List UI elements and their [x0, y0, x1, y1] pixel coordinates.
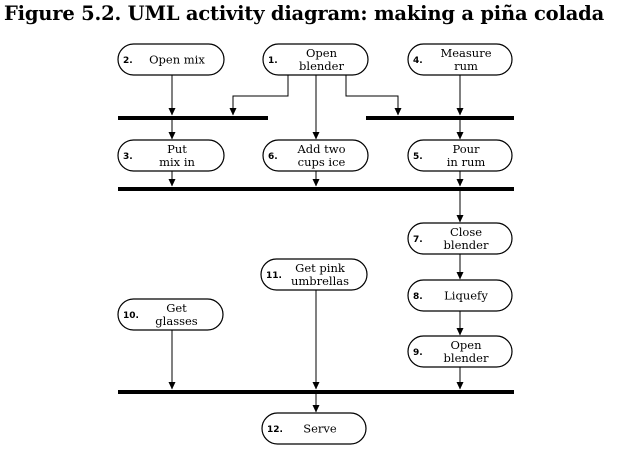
activity-label: Serve	[303, 422, 337, 436]
activity-label: Get	[166, 301, 187, 315]
join-bar-bottom	[118, 390, 514, 394]
activity-number: 11.	[266, 271, 282, 281]
activity-shape	[117, 43, 225, 76]
activity-label: Open	[450, 338, 482, 352]
activity-open-mix: 2. Open mix	[117, 43, 225, 76]
activity-label: blender	[299, 59, 344, 73]
activity-label: Pour	[452, 142, 480, 156]
activity-label: Add two	[296, 142, 345, 156]
activity-label: cups ice	[298, 155, 346, 169]
activity-label: glasses	[155, 314, 198, 328]
activity-number: 9.	[413, 348, 423, 358]
activity-label: Get pink	[295, 261, 346, 275]
activity-number: 10.	[123, 311, 139, 321]
activity-shape	[117, 298, 224, 331]
activity-label: mix in	[159, 155, 195, 169]
fork-bar-right	[366, 116, 514, 120]
activity-shape	[407, 139, 513, 172]
activity-number: 3.	[123, 152, 133, 162]
activity-label: blender	[444, 351, 489, 365]
activity-label: blender	[444, 238, 489, 252]
activity-label: Liquefy	[444, 289, 488, 303]
flow-blender-to-left-bar	[229, 75, 289, 116]
activity-label: in rum	[447, 155, 486, 169]
activity-label: Open mix	[149, 53, 205, 67]
activity-number: 12.	[267, 425, 283, 435]
activity-liquefy: 8. Liquefy	[407, 279, 513, 312]
activity-label: Open	[306, 46, 338, 60]
activity-shape	[260, 258, 368, 291]
activity-shape	[407, 335, 513, 368]
join-bar-top	[118, 187, 514, 191]
activity-number: 4.	[413, 56, 423, 66]
fork-bar-left	[118, 116, 268, 120]
activity-number: 5.	[413, 152, 423, 162]
activity-label: Measure	[440, 46, 491, 60]
activity-number: 2.	[123, 56, 133, 66]
activity-serve: 12. Serve	[261, 412, 367, 445]
activity-label: Close	[450, 225, 482, 239]
activity-shape	[262, 43, 369, 76]
activity-label: umbrellas	[291, 274, 349, 288]
activity-number: 8.	[413, 292, 423, 302]
activity-shape	[261, 412, 367, 445]
activity-shape	[407, 279, 513, 312]
activity-shape	[407, 222, 513, 255]
activity-number: 6.	[268, 152, 278, 162]
activity-number: 7.	[413, 235, 423, 245]
activity-shape	[262, 139, 369, 172]
activity-label: rum	[454, 59, 478, 73]
figure-title: Figure 5.2. UML activity diagram: making…	[4, 2, 605, 25]
flow-blender-to-right-bar	[345, 75, 402, 116]
activity-shape	[117, 139, 225, 172]
activity-shape	[407, 43, 513, 76]
activity-number: 1.	[268, 56, 278, 66]
activity-label: Put	[167, 142, 187, 156]
